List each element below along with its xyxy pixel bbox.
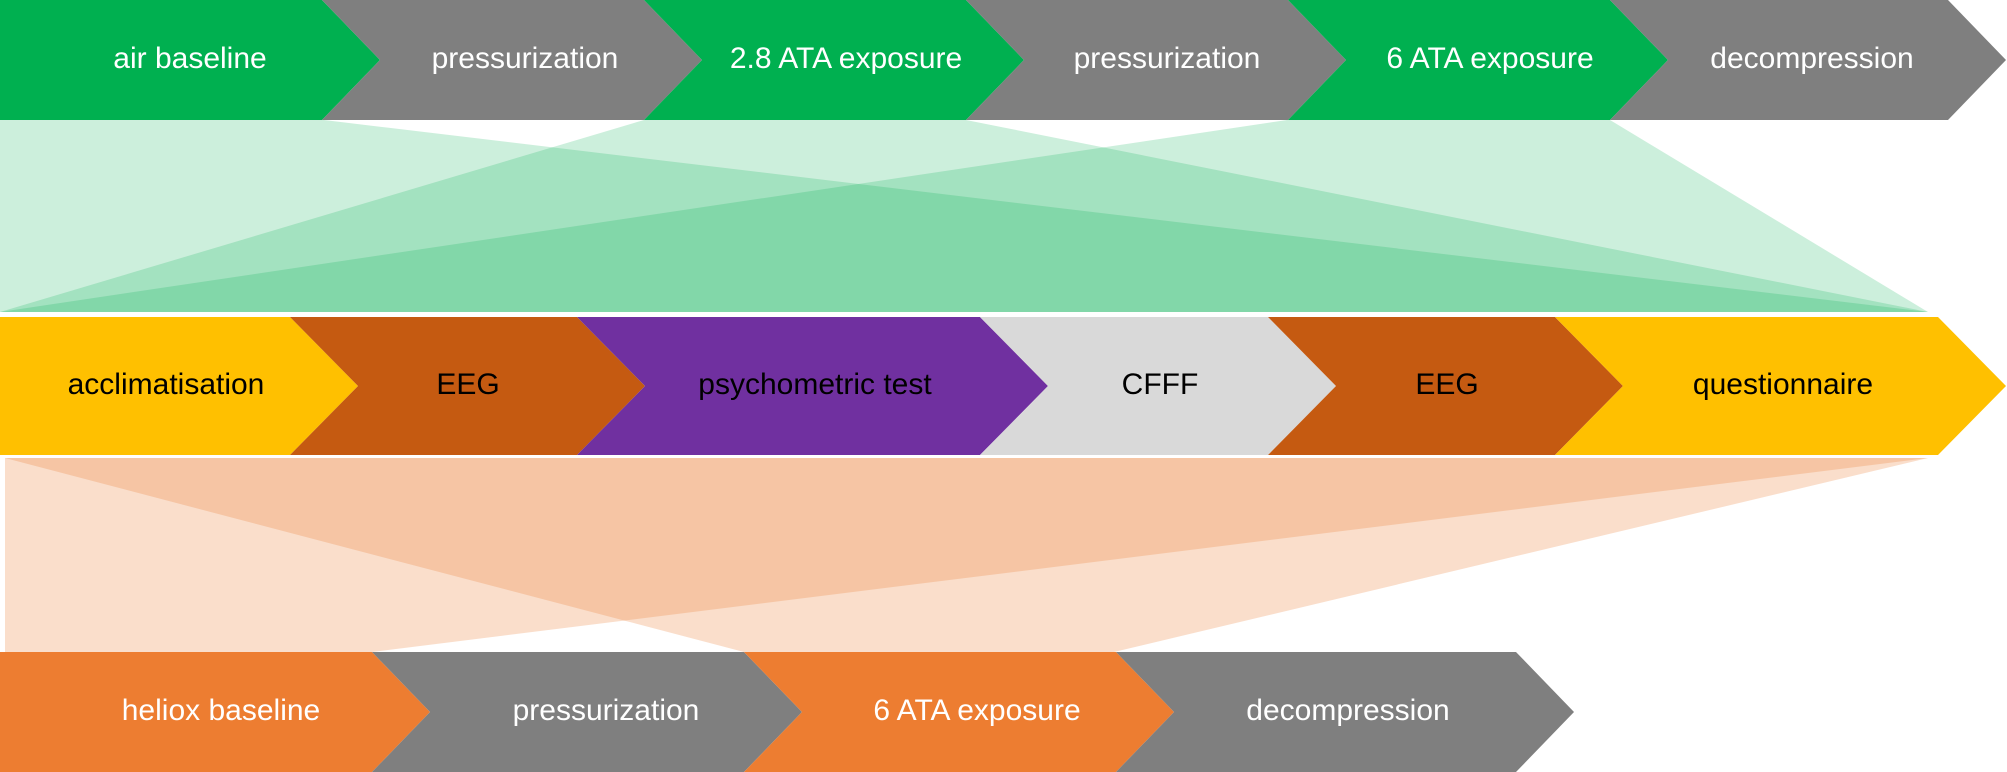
step-label-acclimatisation: acclimatisation (68, 368, 265, 401)
step-eeg-1: EEG (290, 317, 645, 455)
step-pressurization-1: pressurization (322, 0, 702, 120)
step-6-ata-exposure-heliox: 6 ATA exposure (744, 652, 1174, 772)
step-label-decompression: decompression (1710, 42, 1913, 75)
bottom-row: heliox baseline pressurization 6 ATA exp… (0, 652, 1574, 772)
step-label-heliox-baseline: heliox baseline (122, 694, 320, 727)
step-label-questionnaire: questionnaire (1693, 368, 1873, 401)
step-label-pressurization-2: pressurization (1074, 42, 1261, 75)
step-label-air-baseline: air baseline (113, 42, 266, 75)
step-label-6-ata-exposure: 6 ATA exposure (1386, 42, 1593, 75)
green-fan-6-ata (0, 120, 1928, 312)
step-label-eeg-2: EEG (1415, 368, 1478, 401)
step-decompression: decompression (1610, 0, 2006, 120)
orange-fan-group (5, 458, 1928, 652)
step-6-ata-exposure: 6 ATA exposure (1288, 0, 1668, 120)
green-fan-2-8-ata (0, 120, 1928, 312)
orange-fan-heliox-baseline (5, 458, 1928, 652)
step-label-decompression-heliox: decompression (1246, 694, 1449, 727)
step-label-pressurization-3: pressurization (513, 694, 700, 727)
step-eeg-2: EEG (1268, 317, 1623, 455)
step-label-6-ata-exposure-heliox: 6 ATA exposure (873, 694, 1080, 727)
step-label-cfff: CFFF (1122, 368, 1199, 401)
step-questionnaire: questionnaire (1555, 317, 2006, 455)
step-decompression-heliox: decompression (1116, 652, 1574, 772)
step-psychometric-test: psychometric test (577, 317, 1048, 455)
step-heliox-baseline: heliox baseline (0, 652, 430, 772)
green-fan-air-baseline (0, 120, 1928, 312)
orange-fan-6-ata (5, 458, 1928, 652)
step-acclimatisation: acclimatisation (0, 317, 358, 455)
step-label-eeg-1: EEG (436, 368, 499, 401)
step-pressurization-2: pressurization (966, 0, 1346, 120)
middle-row: acclimatisation EEG psychometric test CF… (0, 317, 2006, 455)
step-air-baseline: air baseline (0, 0, 380, 120)
top-row: air baseline pressurization 2.8 ATA expo… (0, 0, 2006, 120)
step-label-psychometric-test: psychometric test (698, 368, 932, 401)
step-2-8-ata-exposure: 2.8 ATA exposure (644, 0, 1024, 120)
step-label-2-8-ata-exposure: 2.8 ATA exposure (730, 42, 962, 75)
step-pressurization-3: pressurization (372, 652, 802, 772)
step-cfff: CFFF (980, 317, 1336, 455)
green-fan-group (0, 120, 1928, 312)
step-label-pressurization-1: pressurization (432, 42, 619, 75)
